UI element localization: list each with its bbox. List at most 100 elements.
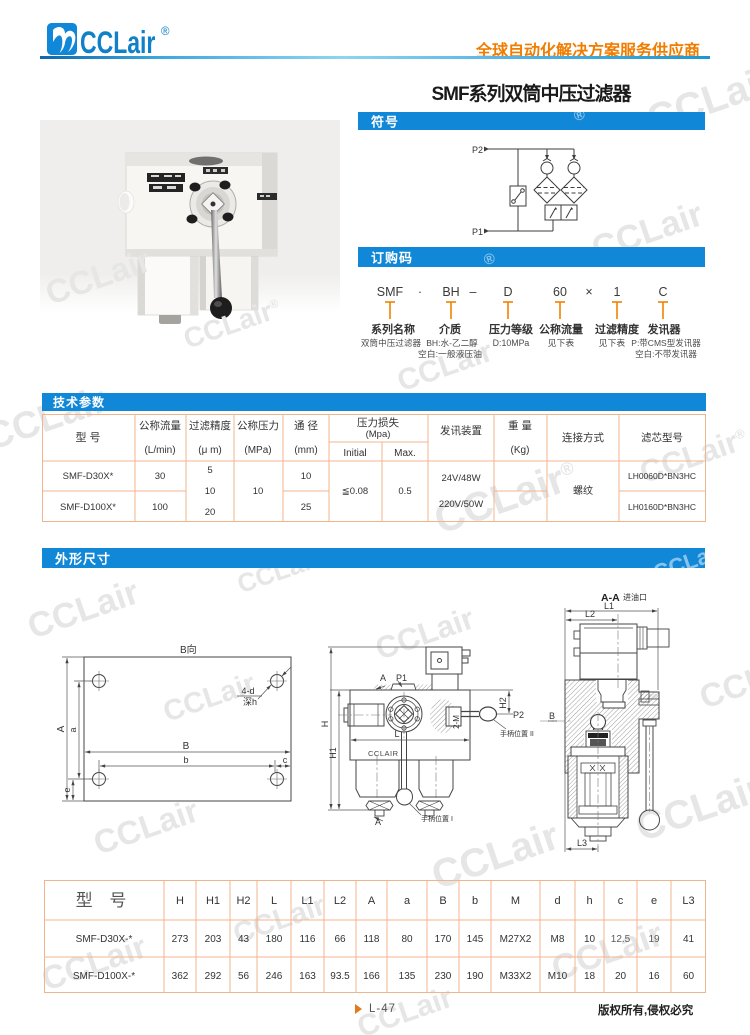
svg-text:B: B	[439, 895, 446, 907]
svg-text:A: A	[56, 725, 67, 732]
svg-text:见下表: 见下表	[548, 337, 575, 348]
svg-text:(μ m): (μ m)	[198, 445, 222, 456]
svg-text:B: B	[549, 711, 555, 721]
svg-text:BH:水-乙二醇: BH:水-乙二醇	[426, 337, 478, 348]
svg-text:CCLair: CCLair	[80, 24, 156, 59]
svg-text:4-d: 4-d	[241, 686, 254, 696]
svg-text:SMF: SMF	[377, 285, 404, 299]
svg-text:Initial: Initial	[343, 448, 366, 459]
svg-text:H1: H1	[328, 747, 338, 759]
svg-text:b: b	[183, 755, 188, 765]
svg-text:1: 1	[614, 285, 621, 299]
svg-text:a: a	[404, 895, 411, 907]
svg-text:16: 16	[648, 971, 660, 982]
svg-text:190: 190	[467, 971, 484, 982]
svg-text:A: A	[380, 673, 386, 683]
svg-text:≦0.08: ≦0.08	[342, 486, 368, 497]
svg-text:深h: 深h	[243, 697, 257, 707]
svg-text:10: 10	[205, 486, 216, 497]
svg-text:163: 163	[299, 971, 316, 982]
svg-text:H2: H2	[236, 895, 250, 907]
svg-text:L2: L2	[334, 895, 346, 907]
svg-text:重 量: 重 量	[508, 419, 532, 432]
svg-text:SMF-D100X*: SMF-D100X*	[60, 502, 116, 513]
svg-text:B: B	[183, 741, 190, 752]
svg-text:5: 5	[207, 465, 212, 476]
svg-text:M33X2: M33X2	[500, 971, 532, 982]
svg-text:170: 170	[435, 934, 452, 945]
svg-text:e: e	[62, 787, 72, 792]
svg-text:362: 362	[172, 971, 189, 982]
svg-text:空白:一般液压油: 空白:一般液压油	[418, 348, 482, 359]
svg-text:118: 118	[364, 934, 380, 945]
svg-text:P2: P2	[513, 710, 524, 720]
svg-text:型 号: 型 号	[76, 891, 133, 910]
svg-text:246: 246	[266, 971, 283, 982]
svg-text:手柄位置 II: 手柄位置 II	[500, 729, 534, 738]
svg-text:(mm): (mm)	[294, 445, 317, 456]
svg-text:273: 273	[172, 934, 189, 945]
svg-text:公称流量: 公称流量	[139, 419, 181, 432]
svg-text:·: ·	[418, 285, 422, 299]
svg-text:230: 230	[435, 971, 452, 982]
svg-text:135: 135	[399, 971, 416, 982]
svg-text:25: 25	[301, 502, 312, 513]
svg-text:连接方式: 连接方式	[562, 431, 604, 444]
svg-text:空白:不带发讯器: 空白:不带发讯器	[635, 349, 697, 359]
svg-text:BH: BH	[442, 285, 459, 299]
svg-text:介质: 介质	[438, 322, 461, 336]
svg-text:b: b	[472, 895, 478, 907]
svg-text:(L/min): (L/min)	[144, 445, 175, 456]
svg-text:203: 203	[205, 934, 222, 945]
svg-text:H2: H2	[498, 697, 508, 709]
svg-text:10: 10	[584, 934, 596, 945]
svg-text:60: 60	[553, 285, 567, 299]
svg-text:116: 116	[300, 934, 316, 945]
svg-text:–: –	[470, 285, 477, 299]
svg-text:过滤精度: 过滤精度	[595, 322, 640, 336]
svg-text:L: L	[271, 895, 277, 907]
svg-text:166: 166	[363, 971, 380, 982]
svg-text:41: 41	[683, 934, 695, 945]
svg-text:h: h	[586, 895, 592, 907]
svg-text:C: C	[658, 285, 667, 299]
svg-text:通 径: 通 径	[294, 419, 318, 432]
svg-text:e: e	[651, 895, 657, 907]
svg-text:B向: B向	[180, 643, 197, 656]
svg-text:L1: L1	[604, 601, 614, 611]
svg-text:30: 30	[155, 471, 166, 482]
svg-text:c: c	[618, 895, 624, 907]
svg-text:P2: P2	[472, 145, 483, 155]
svg-text:H: H	[320, 721, 330, 728]
svg-text:M10: M10	[548, 971, 568, 982]
svg-text:手柄位置 I: 手柄位置 I	[421, 814, 453, 823]
svg-text:双筒中压过滤器: 双筒中压过滤器	[361, 337, 422, 348]
svg-text:d: d	[554, 895, 560, 907]
svg-text:66: 66	[334, 934, 346, 945]
svg-text:Max.: Max.	[394, 448, 416, 459]
svg-text:10: 10	[301, 471, 312, 482]
svg-text:a: a	[68, 727, 78, 732]
svg-text:A: A	[375, 817, 381, 827]
svg-text:发讯器: 发讯器	[647, 322, 682, 336]
svg-text:SMF-D100X-*: SMF-D100X-*	[73, 971, 135, 982]
svg-text:M8: M8	[551, 934, 565, 945]
svg-text:10: 10	[253, 486, 264, 497]
svg-text:0.5: 0.5	[398, 486, 411, 497]
svg-text:进油口: 进油口	[623, 592, 647, 602]
svg-text:L1: L1	[301, 895, 313, 907]
svg-text:SMF-D30X-*: SMF-D30X-*	[76, 934, 133, 945]
svg-text:(Mpa): (Mpa)	[366, 429, 391, 440]
svg-text:(MPa): (MPa)	[244, 445, 271, 456]
svg-text:20: 20	[615, 971, 627, 982]
svg-text:®: ®	[161, 26, 170, 38]
svg-text:93.5: 93.5	[330, 971, 350, 982]
svg-text:型 号: 型 号	[75, 430, 100, 444]
svg-text:A-A: A-A	[601, 592, 620, 604]
svg-text:56: 56	[238, 971, 250, 982]
svg-text:180: 180	[266, 934, 283, 945]
svg-text:145: 145	[467, 934, 484, 945]
svg-text:c: c	[283, 755, 288, 765]
svg-text:A: A	[368, 895, 376, 907]
svg-text:D:10MPa: D:10MPa	[493, 338, 530, 348]
